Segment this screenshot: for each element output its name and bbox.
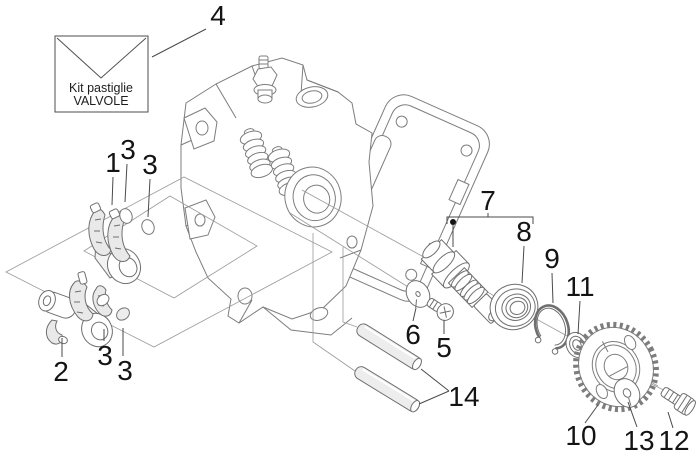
- callout-14[interactable]: 14: [448, 381, 480, 412]
- rocker-arm-1-drawing: [88, 202, 142, 285]
- callout-12[interactable]: 12: [658, 425, 690, 456]
- bearing-drawing: [489, 283, 539, 331]
- dowel-pin-drawing: [354, 323, 422, 413]
- callout-13[interactable]: 13: [623, 425, 655, 456]
- callout-3-c[interactable]: 3: [97, 340, 113, 371]
- callout-3-b[interactable]: 3: [142, 149, 158, 180]
- callout-11[interactable]: 11: [565, 271, 595, 302]
- screw-5-drawing: [426, 298, 454, 321]
- washer-6-drawing: [405, 280, 431, 309]
- valve-pad-drawing: [96, 293, 130, 321]
- valve-spring: [239, 128, 273, 179]
- valve-pad-drawing: [119, 208, 155, 235]
- callout-7[interactable]: 7: [480, 185, 496, 216]
- callout-8[interactable]: 8: [516, 216, 532, 247]
- cam-bore: [284, 166, 342, 228]
- callout-5[interactable]: 5: [436, 332, 452, 363]
- kit-box-label-line1: Kit pastiglie: [69, 81, 133, 95]
- callout-1[interactable]: 1: [105, 147, 121, 178]
- kit-envelope-icon: [54, 35, 149, 113]
- callout-3-d[interactable]: 3: [117, 355, 133, 386]
- kit-box-label-line2: VALVOLE: [73, 94, 129, 108]
- head-stud: [252, 55, 278, 104]
- callout-6[interactable]: 6: [405, 319, 421, 350]
- leader-lines: [61, 28, 674, 429]
- callout-2[interactable]: 2: [53, 356, 69, 387]
- rocker-arm-2-drawing: [38, 271, 113, 348]
- callout-4[interactable]: 4: [210, 0, 226, 31]
- callout-9[interactable]: 9: [544, 243, 560, 274]
- sprocket-drawing: [573, 321, 659, 413]
- washer-13-drawing: [613, 378, 641, 408]
- cylinder-head-drawing: [180, 55, 490, 336]
- bolt-drawing: [660, 387, 696, 416]
- callout-10[interactable]: 10: [565, 420, 597, 451]
- callout-3-a[interactable]: 3: [120, 134, 136, 165]
